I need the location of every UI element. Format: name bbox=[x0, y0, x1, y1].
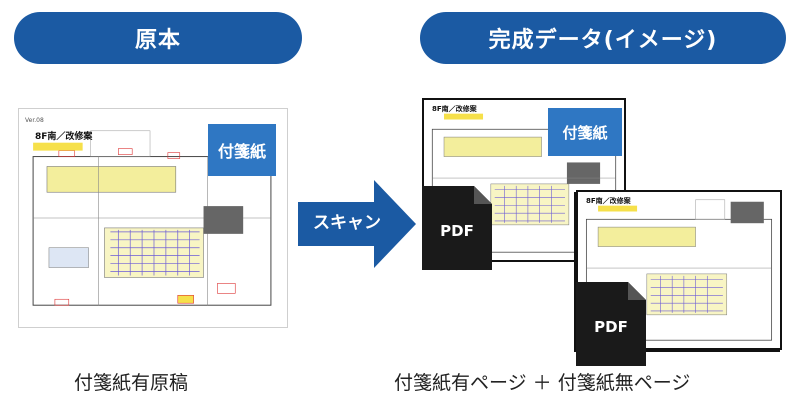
red-labels bbox=[54, 148, 236, 306]
floor-plan-drawing-front bbox=[585, 199, 773, 341]
plan-title-back: 8F南／改修案 bbox=[432, 105, 477, 113]
caption-original: 付箋紙有原稿 bbox=[74, 372, 189, 394]
scan-label: スキャン bbox=[313, 213, 381, 233]
desk-grid bbox=[110, 229, 200, 276]
original-header-label: 原本 bbox=[134, 28, 181, 53]
scan-arrow-icon bbox=[298, 180, 416, 268]
pdf-file-icon bbox=[422, 186, 492, 270]
plan-subtitle-strip bbox=[33, 142, 83, 151]
pdf-icon-without-sticky: PDF bbox=[576, 282, 646, 366]
complete-data-header-label: 完成データ(イメージ) bbox=[488, 28, 718, 53]
plan-legend bbox=[90, 130, 151, 157]
complete-data-header: 完成データ(イメージ) bbox=[420, 12, 786, 64]
pdf-label-front: PDF bbox=[594, 318, 628, 336]
sticky-note-scanned: 付箋紙 bbox=[548, 108, 622, 156]
plan-version: Ver.08 bbox=[25, 117, 44, 124]
pdf-icon-with-sticky: PDF bbox=[422, 186, 492, 270]
plan-structure bbox=[32, 156, 272, 306]
plan-title: 8F南／改修案 bbox=[35, 132, 93, 142]
caption-complete: 付箋紙有ページ ＋ 付箋紙無ページ bbox=[394, 372, 691, 394]
sticky-note-scanned-label: 付箋紙 bbox=[562, 123, 608, 142]
pdf-file-icon bbox=[576, 282, 646, 366]
floor-plan-drawing bbox=[32, 130, 272, 306]
sticky-note-original: 付箋紙 bbox=[208, 124, 276, 176]
plan-title-front: 8F南／改修案 bbox=[586, 197, 631, 205]
pdf-label: PDF bbox=[440, 222, 474, 240]
sticky-note-label: 付箋紙 bbox=[217, 142, 266, 161]
original-header: 原本 bbox=[14, 12, 302, 64]
